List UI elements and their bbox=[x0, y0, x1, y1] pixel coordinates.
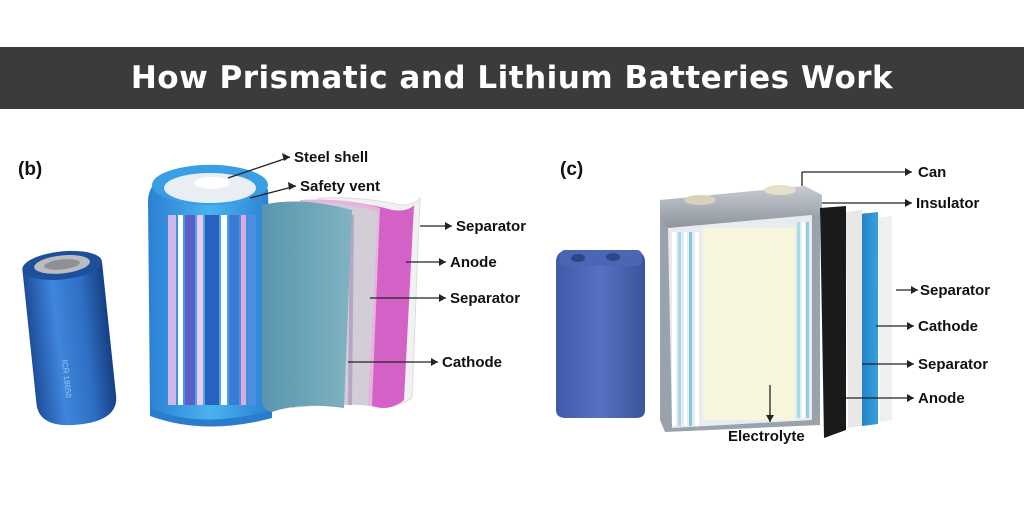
label-b-separator-2: Separator bbox=[450, 290, 520, 307]
prismatic-cutaway bbox=[660, 185, 822, 432]
panel-b-leaders bbox=[227, 153, 452, 366]
label-c-separator-2: Separator bbox=[918, 356, 988, 373]
label-b-cathode: Cathode bbox=[442, 354, 502, 371]
panel-c-leaders bbox=[766, 168, 918, 422]
label-steel-shell: Steel shell bbox=[294, 149, 368, 166]
cylindrical-cell: ICR 18650 bbox=[22, 250, 117, 426]
cylindrical-cutaway bbox=[148, 164, 272, 427]
prismatic-layers bbox=[820, 206, 892, 438]
label-c-cathode: Cathode bbox=[918, 318, 978, 335]
unrolled-layers bbox=[262, 196, 421, 412]
label-can: Can bbox=[918, 164, 946, 181]
panel-b-tag: (b) bbox=[18, 159, 42, 180]
page-title: How Prismatic and Lithium Batteries Work bbox=[130, 60, 894, 96]
prismatic-cell bbox=[556, 250, 645, 418]
label-insulator: Insulator bbox=[916, 195, 980, 212]
label-b-separator-1: Separator bbox=[456, 218, 526, 235]
label-c-anode: Anode bbox=[918, 390, 965, 407]
label-electrolyte: Electrolyte bbox=[728, 428, 805, 445]
label-safety-vent: Safety vent bbox=[300, 178, 380, 195]
label-c-separator-1: Separator bbox=[920, 282, 990, 299]
title-bar: How Prismatic and Lithium Batteries Work bbox=[0, 47, 1024, 109]
label-b-anode: Anode bbox=[450, 254, 497, 271]
panel-c-tag: (c) bbox=[560, 159, 583, 180]
svg-text:ICR 18650: ICR 18650 bbox=[60, 359, 73, 399]
